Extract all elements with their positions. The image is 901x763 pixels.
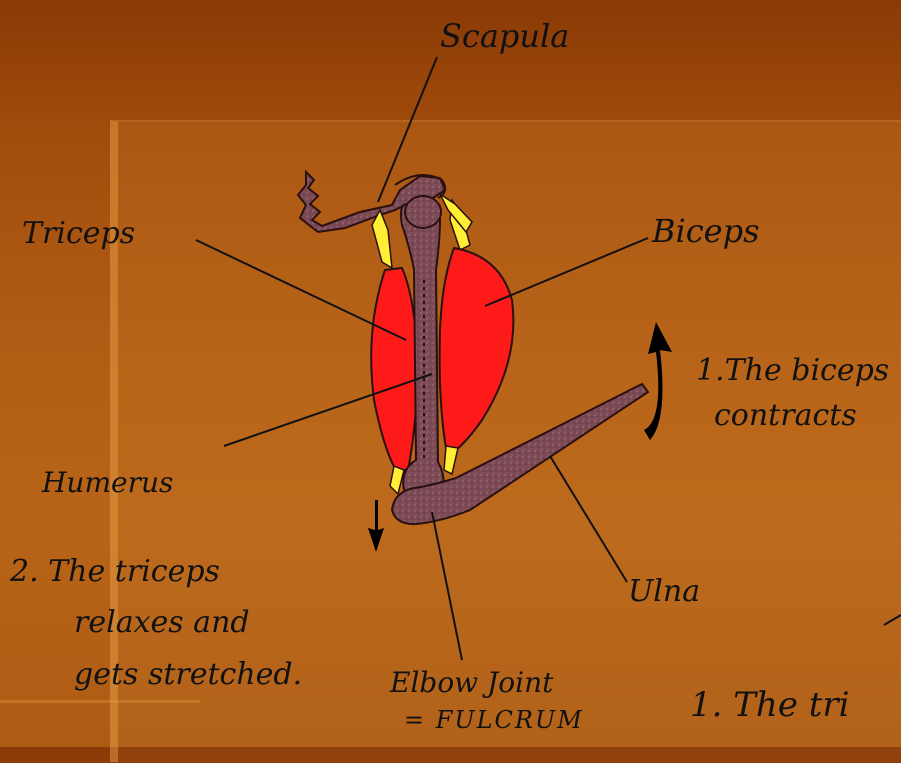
triceps-note-line1: 2. The triceps <box>10 556 220 588</box>
biceps-note-line2: contracts <box>714 400 857 432</box>
triceps-muscle <box>371 268 418 470</box>
biceps-lower-tendon <box>444 446 458 474</box>
triceps-note-line2: relaxes and <box>74 607 250 639</box>
label-ulna: Ulna <box>628 576 700 608</box>
biceps-note-line1: 1.The biceps <box>696 355 889 387</box>
contract-arrow <box>644 322 672 440</box>
triceps-pointer <box>196 240 406 340</box>
triceps-upper-tendon <box>372 210 392 268</box>
partial-note: 1. The tri <box>690 688 850 724</box>
label-biceps: Biceps <box>652 215 760 249</box>
triceps-lower-tendon <box>390 466 404 494</box>
label-scapula: Scapula <box>440 20 569 54</box>
elbow-note-line1: Elbow Joint <box>390 668 553 697</box>
triceps-note-line3: gets stretched. <box>74 659 302 691</box>
label-triceps: Triceps <box>22 218 135 250</box>
biceps-muscle <box>440 248 514 450</box>
ulna-pointer <box>550 456 627 582</box>
partial-pointer <box>884 615 901 625</box>
biceps-pointer <box>485 238 648 306</box>
stretch-arrow <box>368 500 384 552</box>
label-humerus: Humerus <box>42 468 173 497</box>
elbow-pointer <box>432 512 462 660</box>
humerus-head <box>405 196 441 228</box>
elbow-note-line2: = FULCRUM <box>404 708 584 733</box>
